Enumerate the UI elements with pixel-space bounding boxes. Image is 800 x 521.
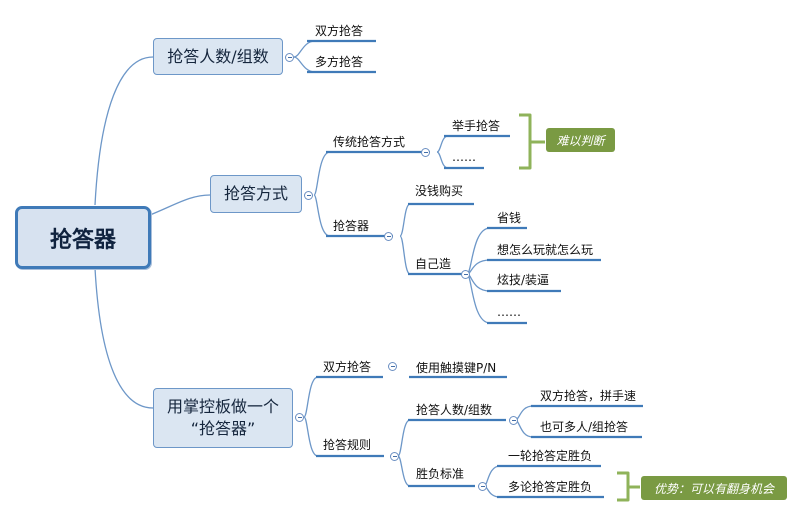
link-count-b xyxy=(293,56,316,73)
note-hard-to-judge[interactable]: 难以判断 xyxy=(546,128,615,152)
leaf-multi-team[interactable]: 也可多人/组抢答 xyxy=(540,420,629,434)
collapse-toggle-icon[interactable] xyxy=(384,232,393,241)
topic-device[interactable]: 抢答器 xyxy=(333,219,370,233)
link-diy-4 xyxy=(466,273,491,324)
topic-answer-mode[interactable]: 抢答方式 xyxy=(210,175,302,213)
topic-build-with-board[interactable]: 用掌控板做一个 “抢答器” xyxy=(153,388,293,448)
root-topic[interactable]: 抢答器 xyxy=(15,206,151,269)
link-win-a xyxy=(483,465,501,487)
collapse-toggle-icon[interactable] xyxy=(304,191,313,200)
leaf-save-money[interactable]: 省钱 xyxy=(497,211,522,225)
leaf-no-money[interactable]: 没钱购买 xyxy=(415,184,464,198)
collapse-toggle-icon[interactable] xyxy=(509,416,518,425)
note-comeback-advantage[interactable]: 优势：可以有翻身机会 xyxy=(641,476,787,500)
collapse-toggle-icon[interactable] xyxy=(390,452,399,461)
link-root-count xyxy=(94,56,154,206)
leaf-raise-hand[interactable]: 举手抢答 xyxy=(452,119,501,133)
topic-traditional[interactable]: 传统抢答方式 xyxy=(333,135,406,149)
leaf-touch-keys[interactable]: 使用触摸键P/N xyxy=(416,361,497,375)
link-trad-a xyxy=(436,135,449,153)
link-panel-two xyxy=(303,376,319,418)
leaf-play-freely[interactable]: 想怎么玩就怎么玩 xyxy=(497,243,594,257)
collapse-toggle-icon[interactable] xyxy=(461,270,470,279)
collapse-toggle-icon[interactable] xyxy=(421,148,430,157)
topic-rule-count[interactable]: 抢答人数/组数 xyxy=(416,403,493,417)
collapse-toggle-icon[interactable] xyxy=(388,362,397,371)
link-rules-count xyxy=(397,419,411,457)
link-count-a xyxy=(293,40,316,58)
leaf-two-side[interactable]: 双方抢答 xyxy=(315,24,364,38)
collapse-toggle-icon[interactable] xyxy=(285,53,294,62)
leaf-one-round[interactable]: 一轮抢答定胜负 xyxy=(508,449,593,463)
topic-build-line2: “抢答器” xyxy=(190,419,256,438)
link-root-mode xyxy=(149,194,211,216)
leaf-speed[interactable]: 双方抢答，拼手速 xyxy=(540,389,637,403)
topic-build-line1: 用掌控板做一个 xyxy=(166,397,279,417)
leaf-ellipsis-2[interactable]: …… xyxy=(497,305,521,319)
leaf-multi-round[interactable]: 多论抢答定胜负 xyxy=(508,480,593,494)
link-trad-b xyxy=(436,151,449,169)
link-dev-a xyxy=(399,203,411,237)
link-mode-trad xyxy=(313,151,331,196)
collapse-toggle-icon[interactable] xyxy=(295,413,304,422)
link-mode-dev xyxy=(313,194,331,237)
leaf-build-own[interactable]: 自己造 xyxy=(415,257,452,271)
topic-two-side-answer[interactable]: 双方抢答 xyxy=(323,360,372,374)
collapse-toggle-icon[interactable] xyxy=(478,482,487,491)
leaf-ellipsis[interactable]: …… xyxy=(452,150,476,164)
topic-answer-rules[interactable]: 抢答规则 xyxy=(323,438,372,452)
topic-win-criteria[interactable]: 胜负标准 xyxy=(416,467,465,481)
summary-brackets xyxy=(519,113,640,502)
leaf-show-off[interactable]: 炫技/装逼 xyxy=(497,273,550,287)
link-rcount-b xyxy=(514,419,534,438)
link-rules-win xyxy=(397,455,411,487)
link-diy-1 xyxy=(466,227,491,275)
link-root-panel xyxy=(94,267,154,409)
link-dev-b xyxy=(399,235,411,275)
leaf-multi-side[interactable]: 多方抢答 xyxy=(315,55,364,69)
link-panel-rules xyxy=(303,416,319,457)
topic-participant-count[interactable]: 抢答人数/组数 xyxy=(153,38,283,75)
